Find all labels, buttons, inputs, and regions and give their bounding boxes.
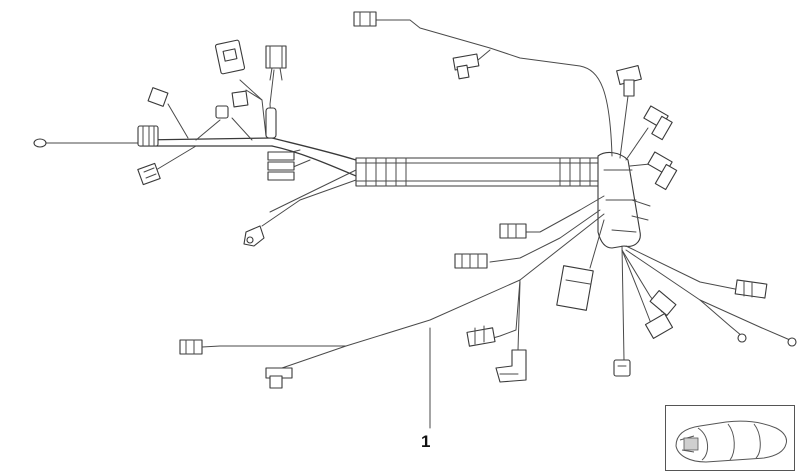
round-plug-connector (33, 138, 47, 148)
callout-number: 1 (421, 432, 431, 451)
angled-coil-connector (644, 290, 677, 339)
small-connector-a (231, 90, 249, 108)
ignition-coil-connector-1 (616, 64, 642, 97)
right-plug-connector (734, 279, 768, 299)
bottom-small-plug (613, 359, 631, 377)
main-trunk (139, 137, 641, 249)
ignition-coil-connector-2 (643, 105, 673, 141)
stacked-connector (267, 151, 295, 181)
box-connector-upper (214, 39, 246, 75)
top-t-connector (452, 53, 480, 80)
module-connector (556, 219, 605, 311)
lower-left-connector (137, 162, 161, 186)
car-top-view-icon (675, 420, 787, 463)
vehicle-locator-inset (665, 405, 795, 471)
central-lower-branches (179, 195, 605, 389)
box-connector-tall (265, 45, 287, 81)
left-branches (33, 39, 357, 247)
grommet-connector (137, 125, 159, 147)
top-left-plug (353, 11, 377, 27)
small-connector-c (147, 87, 169, 107)
plug-connector-c (179, 339, 221, 355)
ignition-coil-connector-3 (647, 151, 678, 191)
t-connector-lower (265, 367, 293, 389)
plug-connector-a (499, 223, 527, 239)
right-lower-branches (613, 245, 797, 377)
plug-connector-b (454, 253, 488, 269)
small-connector-b (215, 105, 229, 119)
plug-connector-d (466, 325, 496, 347)
small-sensor-right (737, 333, 797, 347)
elbow-connector (495, 349, 527, 383)
right-top-branches (616, 64, 678, 221)
top-branch (353, 11, 613, 157)
angled-sensor-connector (243, 225, 265, 247)
